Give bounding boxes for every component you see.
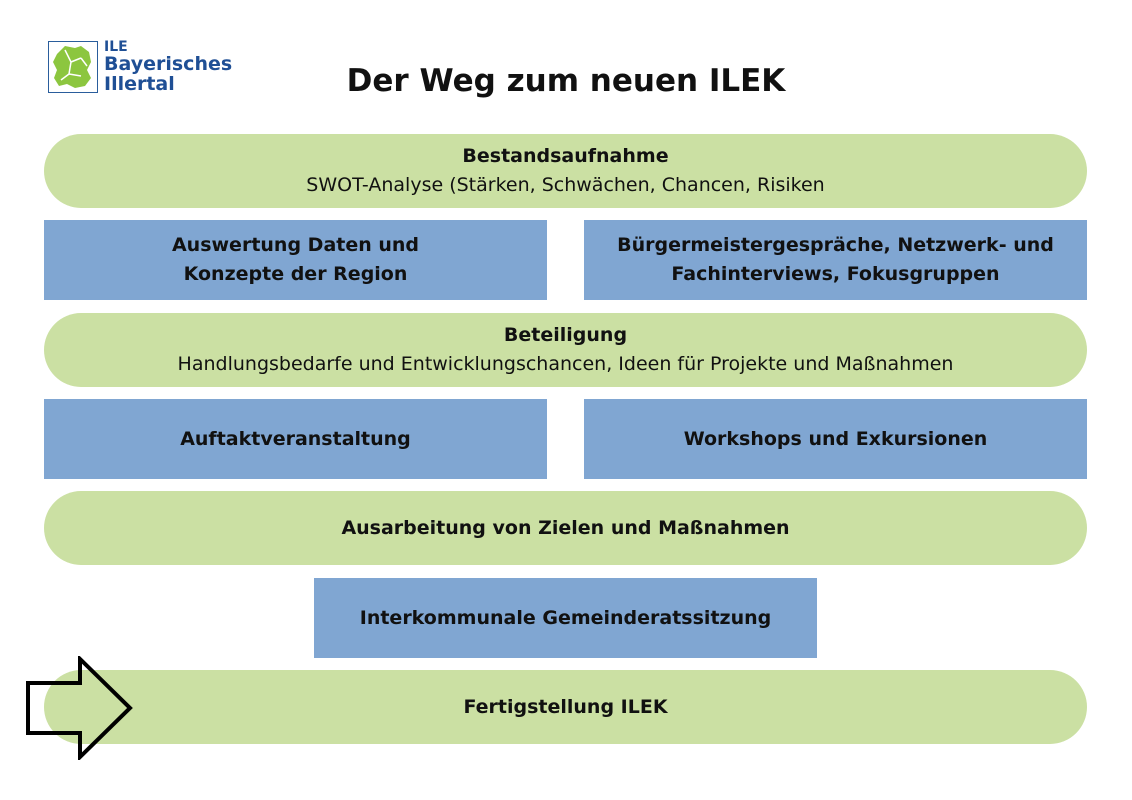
logo: ILE Bayerisches Illertal xyxy=(48,40,248,98)
step-subtitle: SWOT-Analyse (Stärken, Schwächen, Chance… xyxy=(306,174,825,196)
box-label: Interkommunale Gemeinderatssitzung xyxy=(359,606,772,629)
box-line-2: Konzepte der Region xyxy=(183,263,408,285)
box-label: Auftaktveranstaltung xyxy=(180,427,411,450)
logo-line-2: Bayerisches xyxy=(104,53,233,75)
logo-wordmark: ILE Bayerisches Illertal xyxy=(104,40,232,94)
box-line-1: Bürgermeistergespräche, Netzwerk- und xyxy=(617,234,1054,256)
step-auswertung-daten: Auswertung Daten und Konzepte der Region xyxy=(44,220,547,300)
step-subtitle: Handlungsbedarfe und Entwicklungschancen… xyxy=(177,353,954,375)
step-gemeinderatssitzung: Interkommunale Gemeinderatssitzung xyxy=(314,578,817,658)
step-workshops: Workshops und Exkursionen xyxy=(584,399,1087,479)
step-auftaktveranstaltung: Auftaktveranstaltung xyxy=(44,399,547,479)
step-title: Beteiligung xyxy=(503,324,628,346)
step-bestandsaufnahme: Bestandsaufnahme SWOT-Analyse (Stärken, … xyxy=(44,134,1087,208)
step-fertigstellung: Fertigstellung ILEK xyxy=(44,670,1087,744)
box-line-2: Fachinterviews, Fokusgruppen xyxy=(671,263,1000,285)
step-title: Fertigstellung ILEK xyxy=(463,695,668,718)
logo-line-3: Illertal xyxy=(104,73,175,95)
step-title: Bestandsaufnahme xyxy=(462,145,669,167)
box-line-1: Auswertung Daten und xyxy=(171,234,420,256)
box-label: Workshops und Exkursionen xyxy=(683,427,988,450)
page-title: Der Weg zum neuen ILEK xyxy=(346,63,786,99)
logo-line-1: ILE xyxy=(104,39,128,55)
region-map-icon xyxy=(48,41,98,93)
right-arrow-icon xyxy=(26,656,133,760)
step-title: Ausarbeitung von Zielen und Maßnahmen xyxy=(341,516,790,539)
step-beteiligung: Beteiligung Handlungsbedarfe und Entwick… xyxy=(44,313,1087,387)
step-buergermeistergespraeche: Bürgermeistergespräche, Netzwerk- und Fa… xyxy=(584,220,1087,300)
step-ausarbeitung: Ausarbeitung von Zielen und Maßnahmen xyxy=(44,491,1087,565)
